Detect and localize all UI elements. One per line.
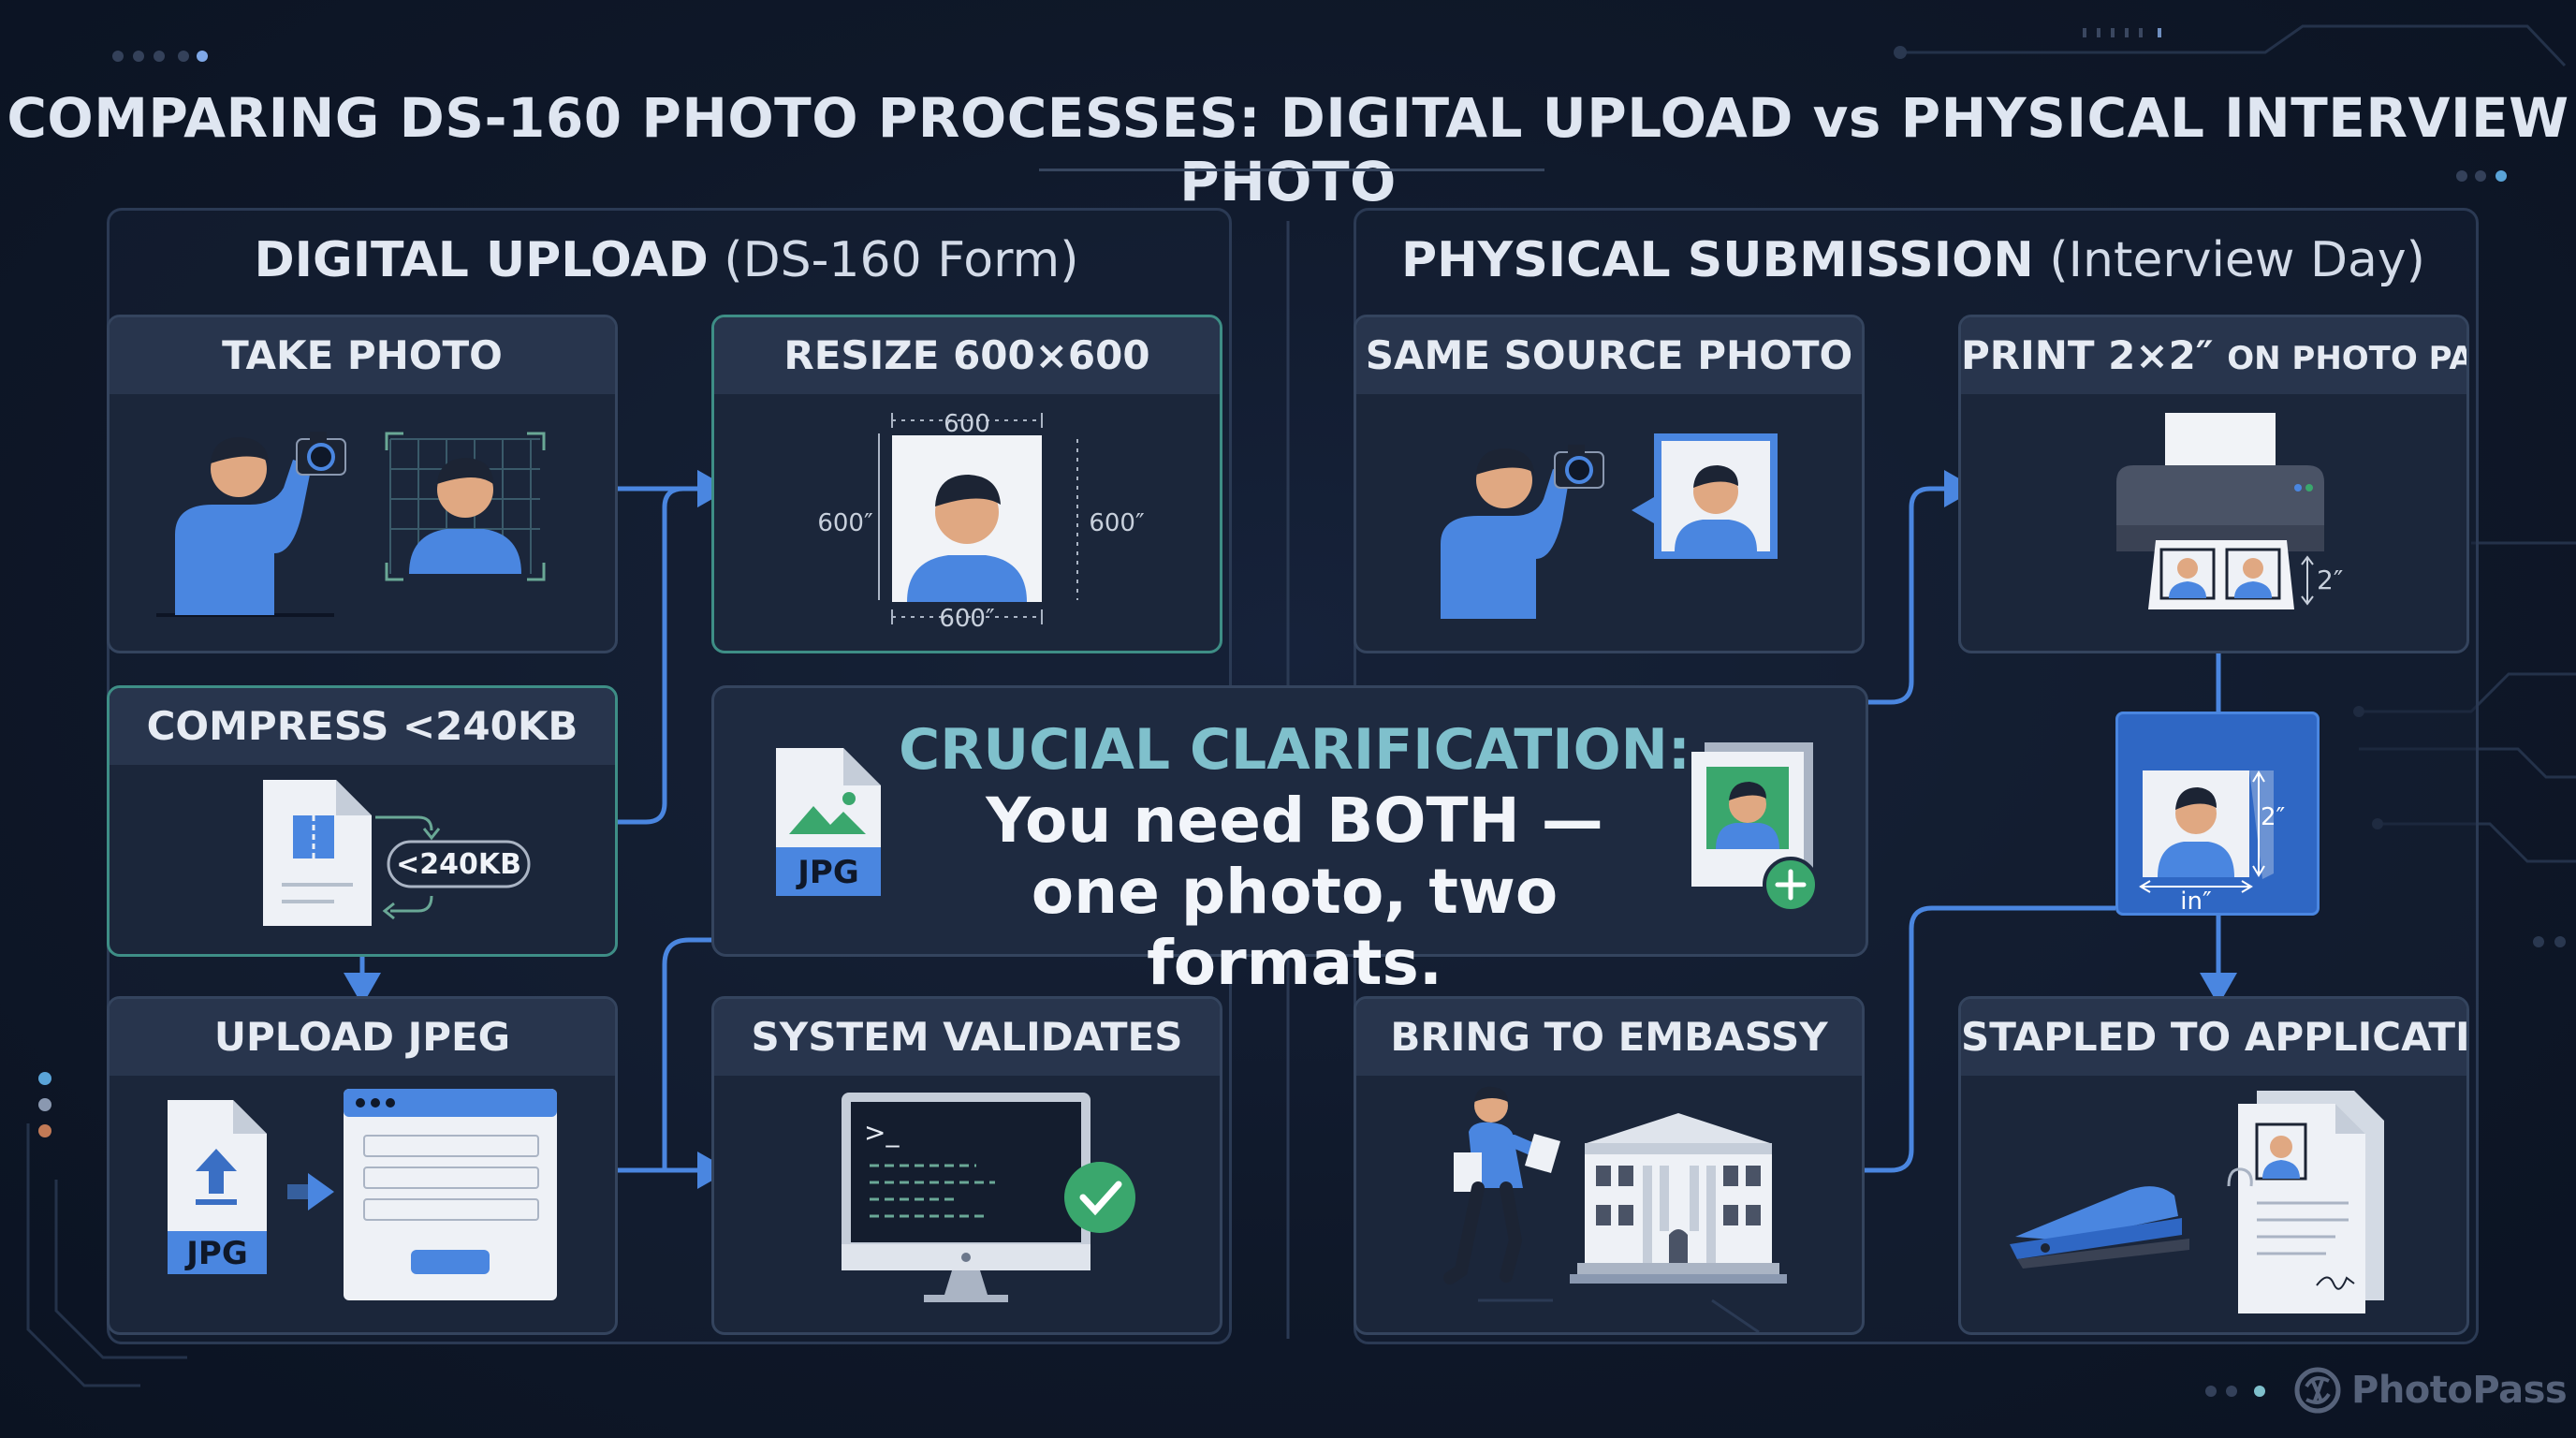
page-title: COMPARING DS-160 PHOTO PROCESSES: DIGITA… (7, 86, 2569, 213)
resize-right-label: 600″ (1089, 509, 1145, 537)
digital-header-sub: (DS-160 Form) (724, 232, 1079, 288)
upload-jpg-label: JPG (184, 1235, 247, 1272)
svg-text:>_: >_ (864, 1117, 900, 1148)
callout-heading: CRUCIAL CLARIFICATION: (899, 717, 1690, 783)
crucial-clarification-callout: JPG CRUCIAL CLARIFICATION: You need BOTH… (711, 685, 1868, 999)
compress-badge: <240KB (396, 848, 521, 881)
step-title: COMPRESS <240KB (110, 688, 615, 765)
validation-illustration: >_ (842, 1093, 1135, 1302)
photographer-illustration (156, 432, 546, 617)
step-title: TAKE PHOTO (110, 317, 615, 394)
callout-jpg-label: JPG (796, 854, 858, 891)
callout-line-2: one photo, two formats. (1031, 856, 1559, 999)
embassy-illustration (1443, 1086, 1787, 1332)
callout-text: CRUCIAL CLARIFICATION: You need BOTH — o… (883, 714, 1706, 999)
physical-header-sub: (Interview Day) (2049, 232, 2425, 288)
step-title: SAME SOURCE PHOTO (1356, 317, 1862, 394)
step-take-photo: TAKE PHOTO (107, 315, 618, 653)
upload-illustration: JPG (168, 1089, 557, 1300)
brand-name: PhotoPass (2351, 1369, 2568, 1412)
stapler-illustration (2010, 1091, 2384, 1313)
step-upload-jpeg: UPLOAD JPEG JPG (107, 996, 618, 1335)
resize-left-label: 600″ (817, 509, 873, 537)
brand-mark-icon (2294, 1367, 2341, 1414)
photo-size-illustration: 2″ in″ (2139, 770, 2286, 913)
callout-line-1: You need BOTH — (986, 785, 1603, 857)
step-bring-to-embassy: BRING TO EMBASSY (1354, 996, 1865, 1335)
title-underline (1039, 169, 1544, 171)
digital-header-bold: DIGITAL UPLOAD (254, 232, 709, 288)
printer-illustration: 2″ (2116, 413, 2343, 609)
physical-section-header: PHYSICAL SUBMISSION (Interview Day) (1354, 225, 2473, 296)
printed-photo-add-icon (1691, 742, 1819, 913)
print-title-small: ON PHOTO PAPER (2227, 340, 2469, 377)
step-compress: COMPRESS <240KB <240KB (107, 685, 618, 957)
step-stapled-to-application: STAPLED TO APPLICATION (1958, 996, 2469, 1335)
step-title: STAPLED TO APPLICATION (1961, 999, 2466, 1076)
step-title: UPLOAD JPEG (110, 999, 615, 1076)
jpg-file-icon: JPG (776, 748, 881, 896)
side-box-height-label: 2″ (2261, 803, 2286, 831)
step-title: BRING TO EMBASSY (1356, 999, 1862, 1076)
step-title: PRINT 2×2″ ON PHOTO PAPER (1961, 317, 2466, 394)
print-title-main: PRINT 2×2″ (1961, 332, 2214, 378)
step-system-validates: SYSTEM VALIDATES >_ (711, 996, 1222, 1335)
digital-section-header: DIGITAL UPLOAD (DS-160 Form) (107, 225, 1226, 296)
resize-bottom-label: 600″ (939, 605, 995, 633)
source-photo-illustration (1441, 433, 1778, 619)
step-title: RESIZE 600×600 (714, 317, 1220, 394)
step-title: SYSTEM VALIDATES (714, 999, 1220, 1076)
step-print-photo: PRINT 2×2″ ON PHOTO PAPER 2″ (1958, 315, 2469, 653)
step-same-source-photo: SAME SOURCE PHOTO (1354, 315, 1865, 653)
photo-dimension-badge: 2″ in″ (2115, 712, 2320, 916)
physical-header-bold: PHYSICAL SUBMISSION (1401, 232, 2034, 288)
step-resize: RESIZE 600×600 600 600″ 600″ 600″ (711, 315, 1222, 653)
resize-illustration: 600 600″ 600″ 600″ (817, 410, 1145, 633)
print-size-label: 2″ (2317, 565, 2343, 595)
compress-illustration: <240KB (263, 780, 531, 926)
side-box-width-label: in″ (2180, 888, 2212, 913)
resize-top-label: 600 (944, 410, 990, 438)
brand-logo: PhotoPass (2293, 1362, 2568, 1418)
